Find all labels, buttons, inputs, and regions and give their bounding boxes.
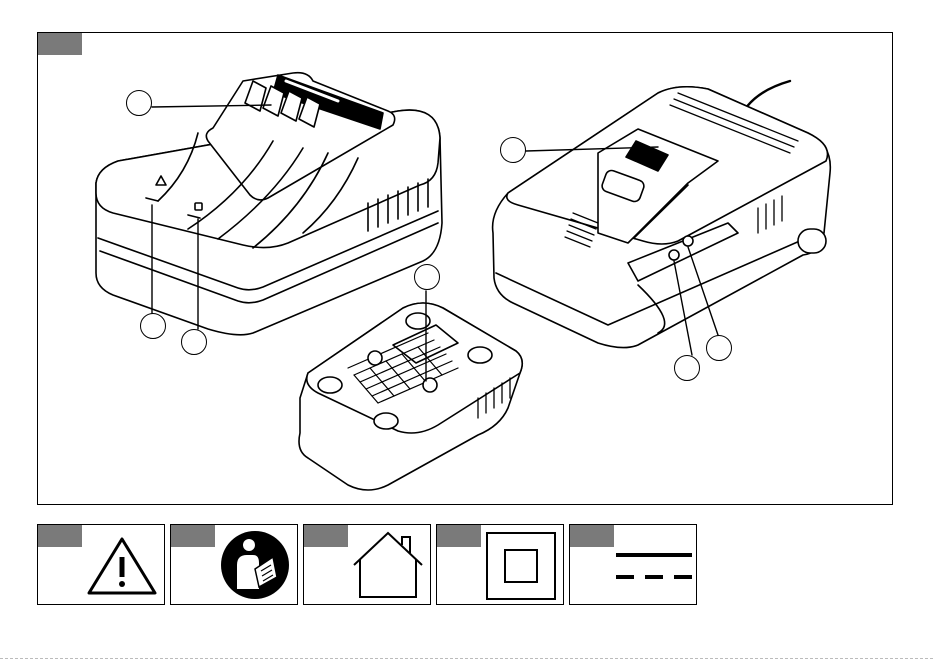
read-manual-icon <box>171 525 299 606</box>
charger-bottom-view <box>299 303 522 490</box>
callout-1 <box>126 90 152 116</box>
double-square-icon <box>437 525 565 606</box>
page-bottom-rule <box>0 658 933 660</box>
charger-illustration <box>38 33 894 506</box>
symbol-direct-current <box>569 524 697 605</box>
callout-3 <box>181 329 207 355</box>
callout-5 <box>500 137 526 163</box>
house-icon <box>304 525 432 606</box>
direct-current-icon <box>570 525 698 606</box>
warning-triangle-icon <box>38 525 166 606</box>
symbol-warning <box>37 524 165 605</box>
callout-4 <box>414 264 440 290</box>
charger-rear-view <box>493 81 831 348</box>
symbol-indoor-use <box>303 524 431 605</box>
symbol-protection-class-ii <box>436 524 564 605</box>
callout-7 <box>706 335 732 361</box>
symbol-read-manual <box>170 524 298 605</box>
main-figure-frame <box>37 32 893 505</box>
callout-6 <box>674 355 700 381</box>
callout-2 <box>140 313 166 339</box>
